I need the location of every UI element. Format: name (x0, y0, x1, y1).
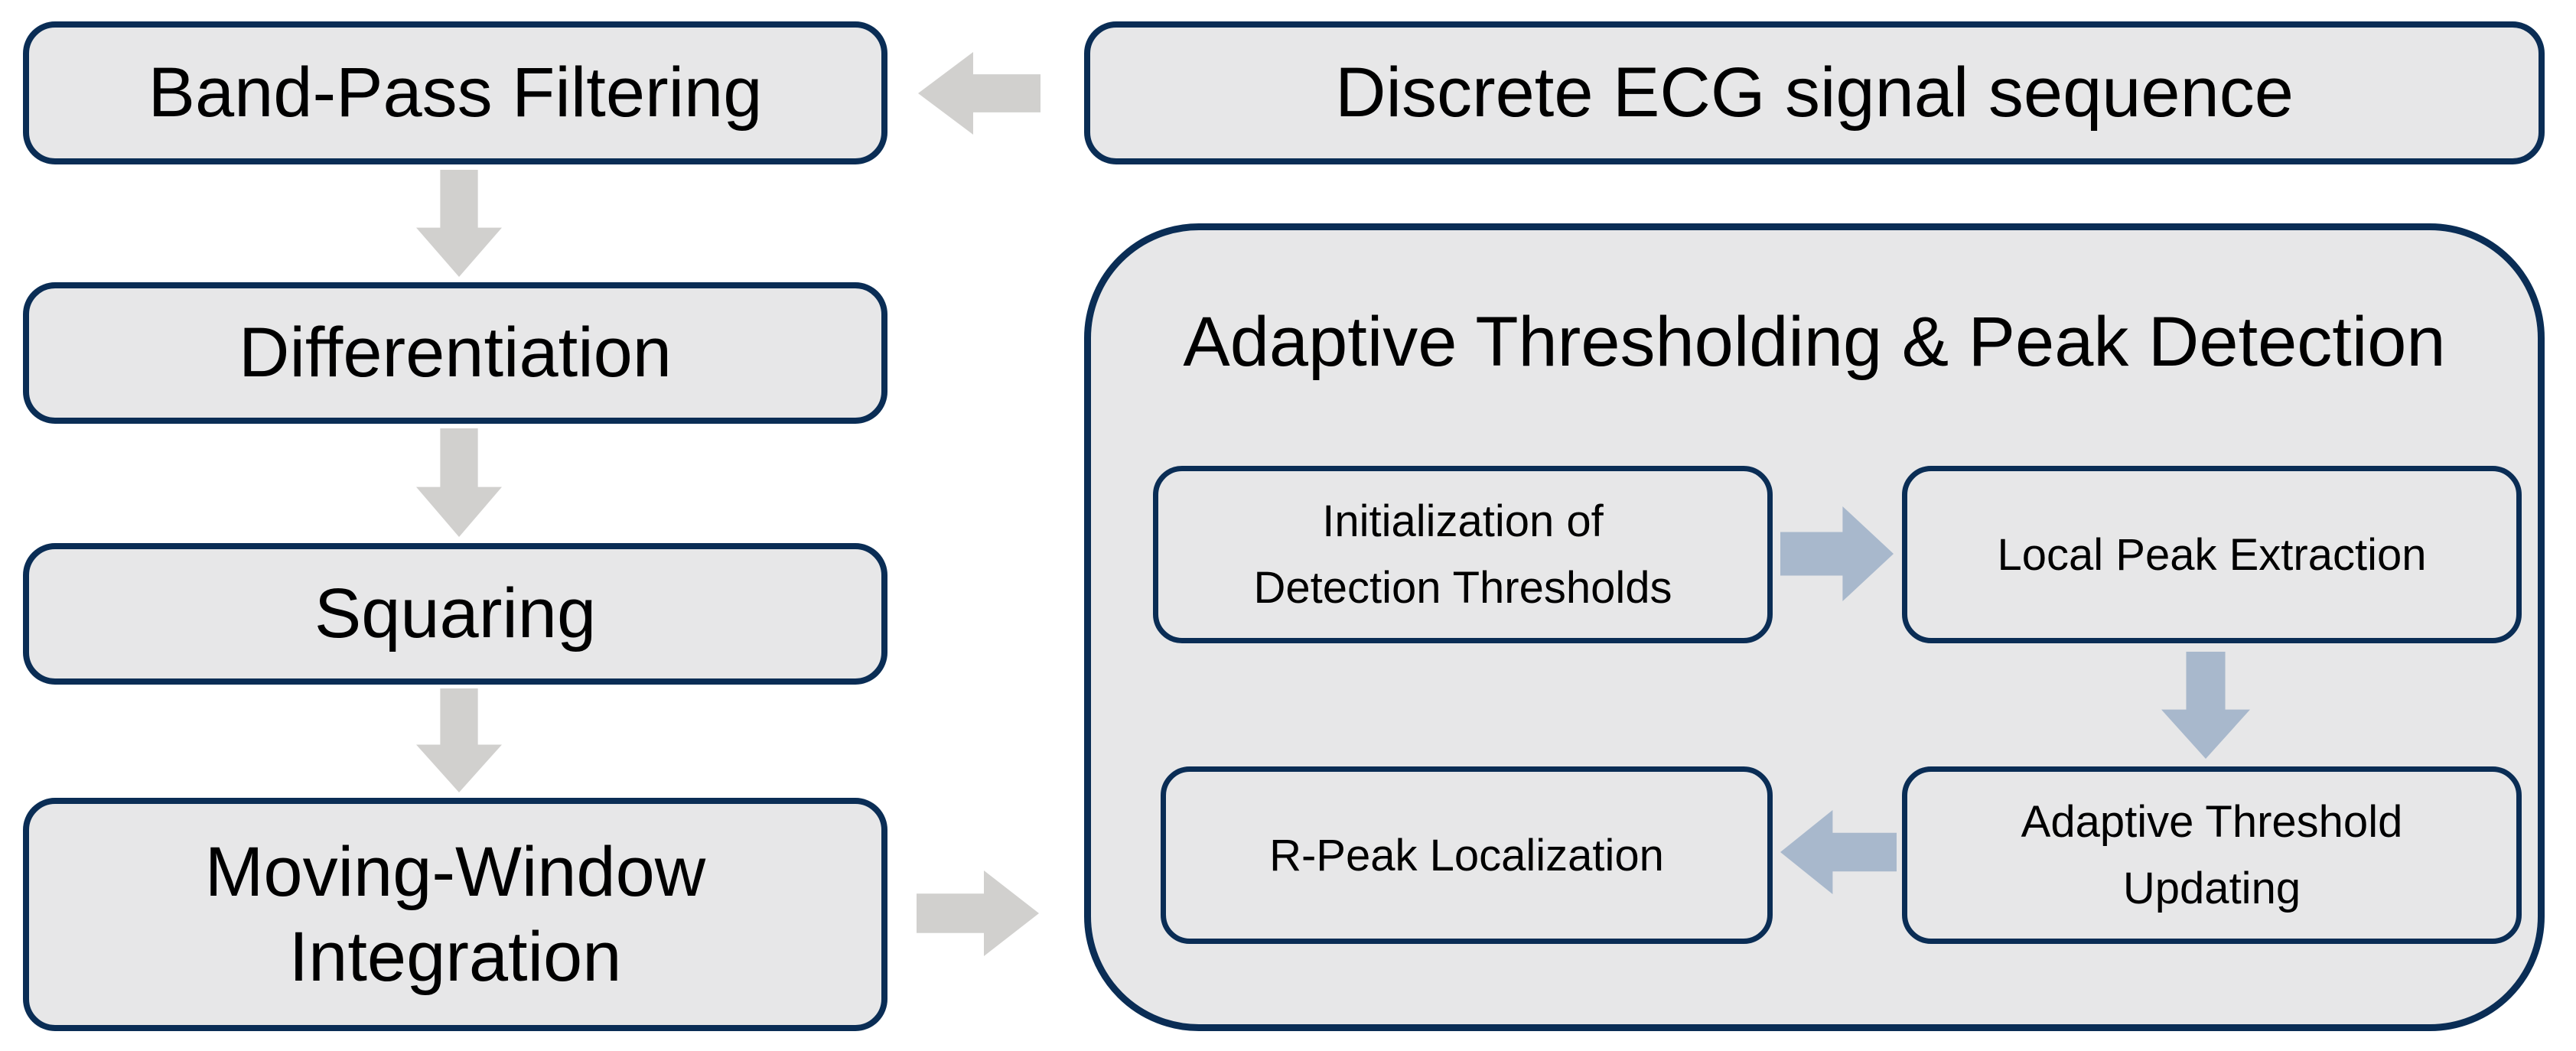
arrow-ecg-to-band-pass-icon (918, 52, 1040, 135)
group-title: Adaptive Thresholding & Peak Detection (1183, 303, 2446, 381)
node-discrete-ecg-signal-sequence: Discrete ECG signal sequence (1084, 21, 2545, 164)
node-local-peak-extraction: Local Peak Extraction (1902, 466, 2522, 643)
arrow-moving-window-to-group-icon (917, 870, 1039, 956)
arrow-local-peak-to-adaptive-updating-icon (2161, 652, 2250, 759)
node-r-peak-localization: R-Peak Localization (1161, 766, 1773, 944)
node-initialization-of-detection-thresholds: Initialization of Detection Thresholds (1153, 466, 1773, 643)
node-differentiation: Differentiation (23, 282, 887, 424)
group-adaptive-thresholding-peak-detection: Adaptive Thresholding & Peak Detection I… (1084, 223, 2545, 1031)
arrow-adaptive-updating-to-r-peak-icon (1780, 810, 1897, 894)
arrow-band-pass-to-differentiation-icon (416, 170, 502, 277)
arrow-squaring-to-moving-window-icon (416, 688, 502, 792)
node-adaptive-threshold-updating: Adaptive Threshold Updating (1902, 766, 2522, 944)
arrow-differentiation-to-squaring-icon (416, 428, 502, 537)
node-squaring: Squaring (23, 543, 887, 685)
node-moving-window-integration: Moving-Window Integration (23, 798, 887, 1031)
node-band-pass-filtering: Band-Pass Filtering (23, 21, 887, 164)
arrow-init-to-local-peak-icon (1780, 506, 1894, 601)
